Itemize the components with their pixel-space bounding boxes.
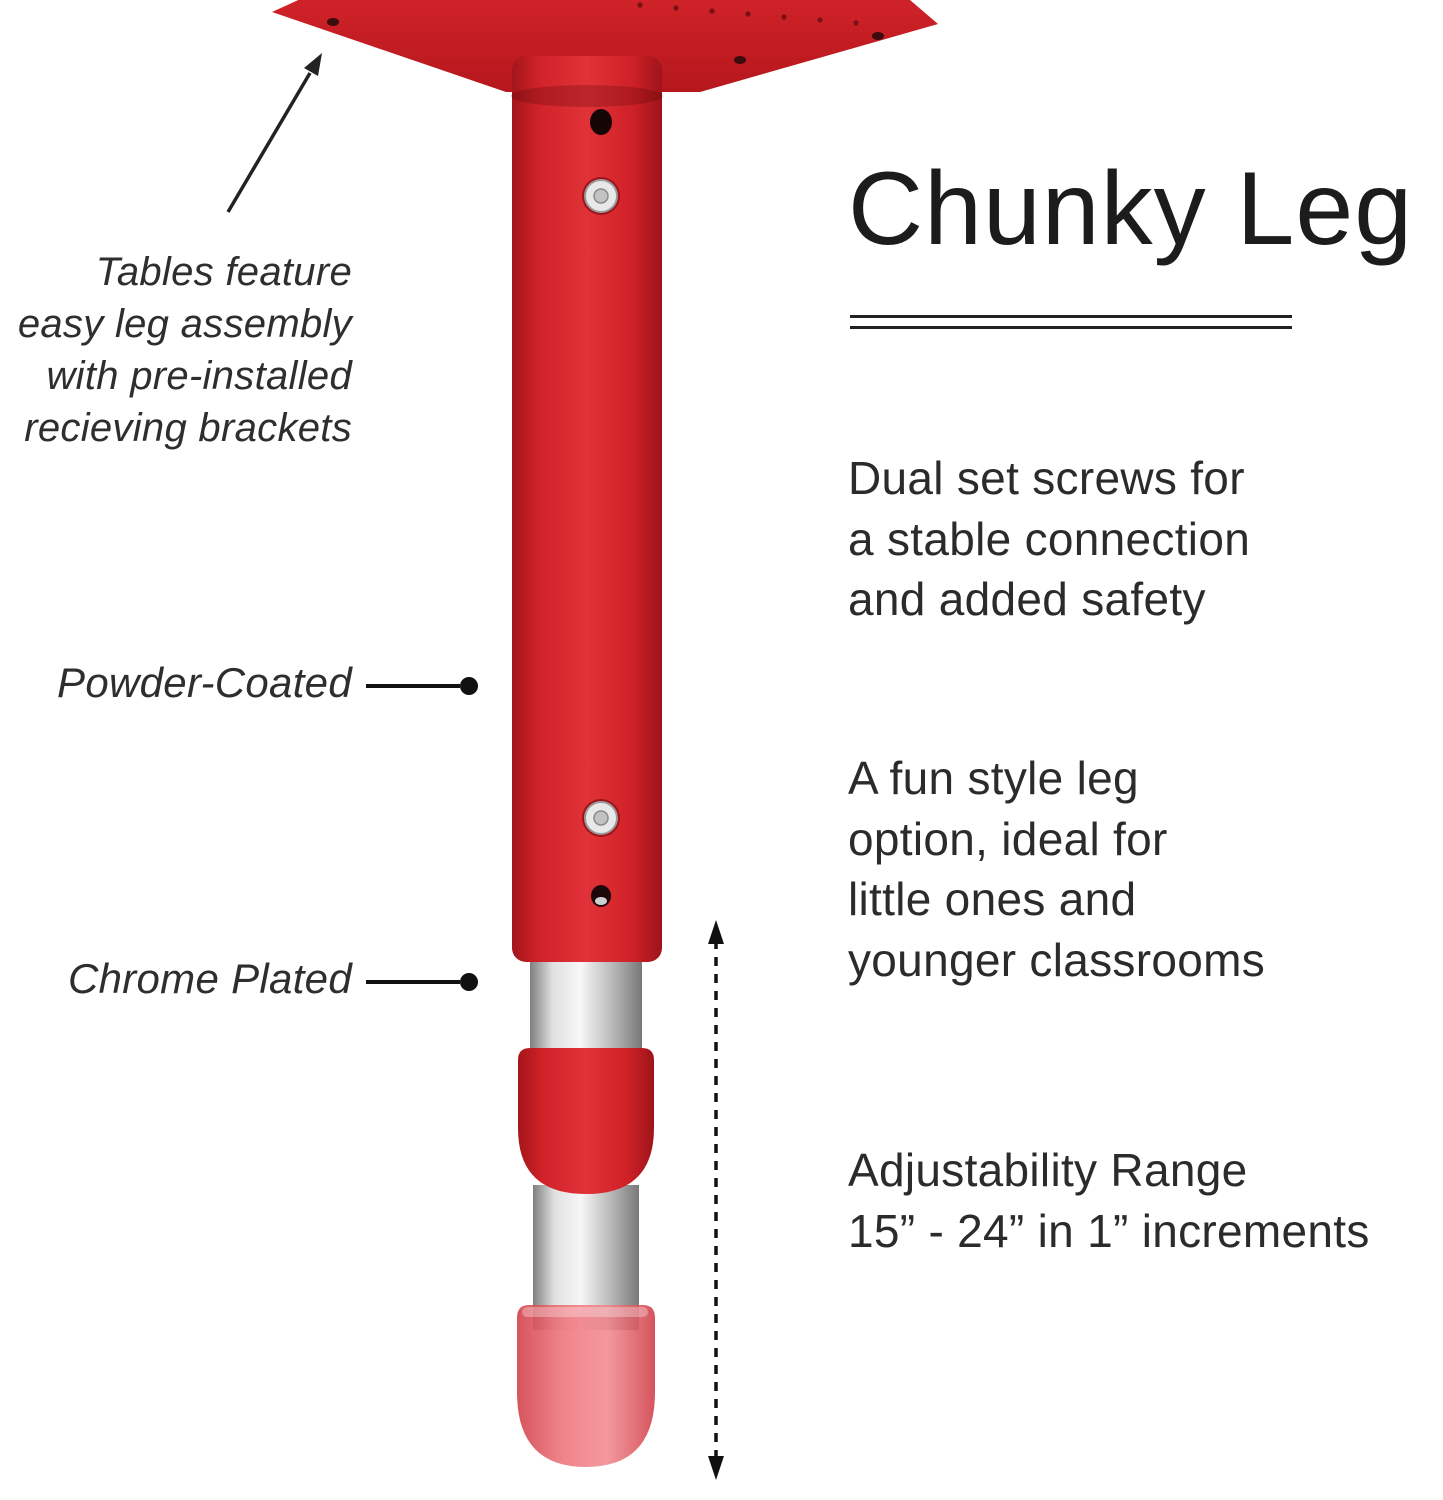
set-screw-top	[582, 177, 620, 215]
powder-coated-label: Powder-Coated	[57, 659, 352, 706]
chrome-upper-tube	[530, 948, 642, 1060]
plate-screw-hole-left	[327, 18, 339, 26]
feature-fun-style: A fun style leg option, ideal for little…	[848, 752, 1266, 987]
foot-cap	[517, 1305, 655, 1467]
title-divider	[850, 315, 1292, 329]
feature-adjustability: Adjustability Range 15” - 24” in 1” incr…	[848, 1144, 1370, 1257]
feature-dual-screws: Dual set screws for a stable connection …	[848, 452, 1251, 626]
set-screw-bottom	[582, 799, 620, 837]
chrome-plated-label: Chrome Plated	[67, 955, 352, 1002]
leg-collar	[518, 1048, 654, 1194]
product-title: Chunky Leg	[848, 151, 1414, 267]
plate-screw-hole-right	[872, 32, 884, 40]
adjustability-range-arrow	[708, 920, 724, 1480]
plate-screw-hole-front	[734, 56, 746, 64]
assembly-annotation: Tables feature easy leg assembly with pr…	[17, 250, 352, 450]
leg-shaft	[512, 56, 662, 962]
plate-shadow	[511, 85, 663, 107]
adjustment-hole-top	[590, 109, 612, 135]
plate-perforated-edge	[637, 2, 859, 26]
chrome-plated-leader-line	[366, 973, 478, 991]
mounting-plate	[272, 0, 938, 92]
adjustment-hole-bottom	[591, 885, 611, 907]
assembly-arrow	[226, 53, 322, 213]
powder-coated-leader-line	[366, 677, 478, 695]
